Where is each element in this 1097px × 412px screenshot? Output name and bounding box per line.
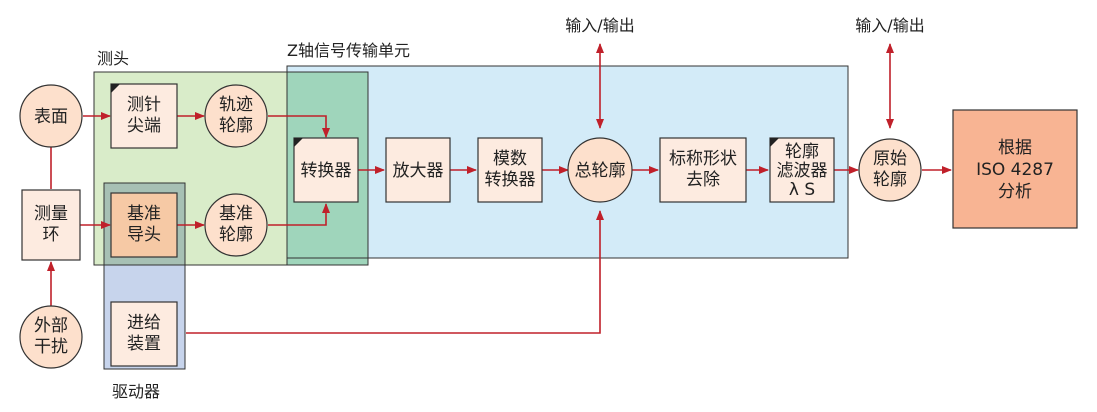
node-stylus-tip: 测针 尖端 bbox=[110, 83, 178, 149]
node-iso-analysis-line-2: ISO 4287 bbox=[976, 160, 1054, 180]
z-axis-region-border bbox=[286, 65, 849, 259]
node-stylus-tip-line-1: 测针 bbox=[127, 95, 161, 115]
io-label-total: 输入/输出 bbox=[565, 16, 634, 35]
node-feed-device: 进给 装置 bbox=[110, 301, 178, 367]
node-amplifier: 放大器 bbox=[385, 137, 451, 203]
node-surface: 表面 bbox=[19, 84, 83, 148]
node-trace-profile: 轨迹 轮廓 bbox=[204, 84, 268, 148]
node-reference-profile-line-2: 轮廓 bbox=[219, 225, 253, 245]
node-iso-analysis: 根据 ISO 4287 分析 bbox=[952, 109, 1078, 229]
node-external-disturbance: 外部 干扰 bbox=[19, 305, 83, 369]
node-reference-profile: 基准 轮廓 bbox=[204, 193, 268, 257]
drive-region-label: 驱动器 bbox=[112, 382, 160, 401]
io-label-primary: 输入/输出 bbox=[855, 16, 924, 35]
node-feed-device-line-2: 装置 bbox=[127, 334, 161, 354]
node-transducer: 转换器 bbox=[293, 137, 359, 203]
node-iso-analysis-line-3: 分析 bbox=[998, 182, 1032, 202]
node-transducer-line-1: 转换器 bbox=[301, 161, 352, 181]
node-external-disturbance-line-1: 外部 bbox=[34, 316, 68, 336]
node-primary-profile-line-1: 原始 bbox=[873, 149, 907, 169]
node-measuring-loop-line-2: 环 bbox=[43, 225, 60, 245]
node-ad-converter: 模数 转换器 bbox=[477, 137, 543, 203]
node-total-profile-line-1: 总轮廓 bbox=[575, 161, 626, 181]
connector-feed-total bbox=[186, 210, 604, 334]
node-profile-filter-line-3: λ S bbox=[789, 180, 815, 200]
z-axis-region-label: Z轴信号传输单元 bbox=[287, 41, 410, 60]
node-total-profile: 总轮廓 bbox=[567, 137, 633, 203]
node-trace-profile-line-1: 轨迹 bbox=[219, 95, 253, 115]
node-reference-guide-line-1: 基准 bbox=[127, 204, 161, 224]
node-profile-filter-line-2: 滤波器 bbox=[777, 161, 828, 181]
node-feed-device-line-1: 进给 bbox=[127, 313, 161, 333]
node-nominal-form-removal-line-1: 标称形状 bbox=[669, 149, 737, 169]
node-stylus-tip-line-2: 尖端 bbox=[127, 116, 161, 136]
probe-region-label: 测头 bbox=[97, 49, 129, 68]
node-profile-filter-line-1: 轮廓 bbox=[785, 142, 819, 162]
node-reference-guide: 基准 导头 bbox=[110, 192, 178, 258]
node-external-disturbance-line-2: 干扰 bbox=[34, 337, 68, 357]
node-ad-converter-line-2: 转换器 bbox=[485, 170, 536, 190]
node-surface-line-1: 表面 bbox=[34, 107, 68, 127]
node-nominal-form-removal-line-2: 去除 bbox=[686, 170, 720, 190]
node-profile-filter: 轮廓 滤波器 λ S bbox=[769, 137, 835, 203]
connector-trace-transducer bbox=[268, 115, 330, 138]
node-iso-analysis-line-1: 根据 bbox=[998, 138, 1032, 158]
node-reference-profile-line-1: 基准 bbox=[219, 204, 253, 224]
node-primary-profile-line-2: 轮廓 bbox=[873, 170, 907, 190]
node-trace-profile-line-2: 轮廓 bbox=[219, 116, 253, 136]
node-nominal-form-removal: 标称形状 去除 bbox=[659, 137, 747, 203]
connectors bbox=[47, 43, 952, 334]
node-reference-guide-line-2: 导头 bbox=[127, 225, 161, 245]
node-measuring-loop-line-1: 测量 bbox=[34, 204, 68, 224]
node-measuring-loop: 测量 环 bbox=[21, 189, 81, 261]
node-primary-profile: 原始 轮廓 bbox=[858, 138, 922, 202]
node-ad-converter-line-1: 模数 bbox=[493, 149, 527, 169]
node-amplifier-line-1: 放大器 bbox=[393, 161, 444, 181]
z-axis-region bbox=[286, 65, 849, 259]
connector-ref-transducer bbox=[268, 203, 330, 226]
